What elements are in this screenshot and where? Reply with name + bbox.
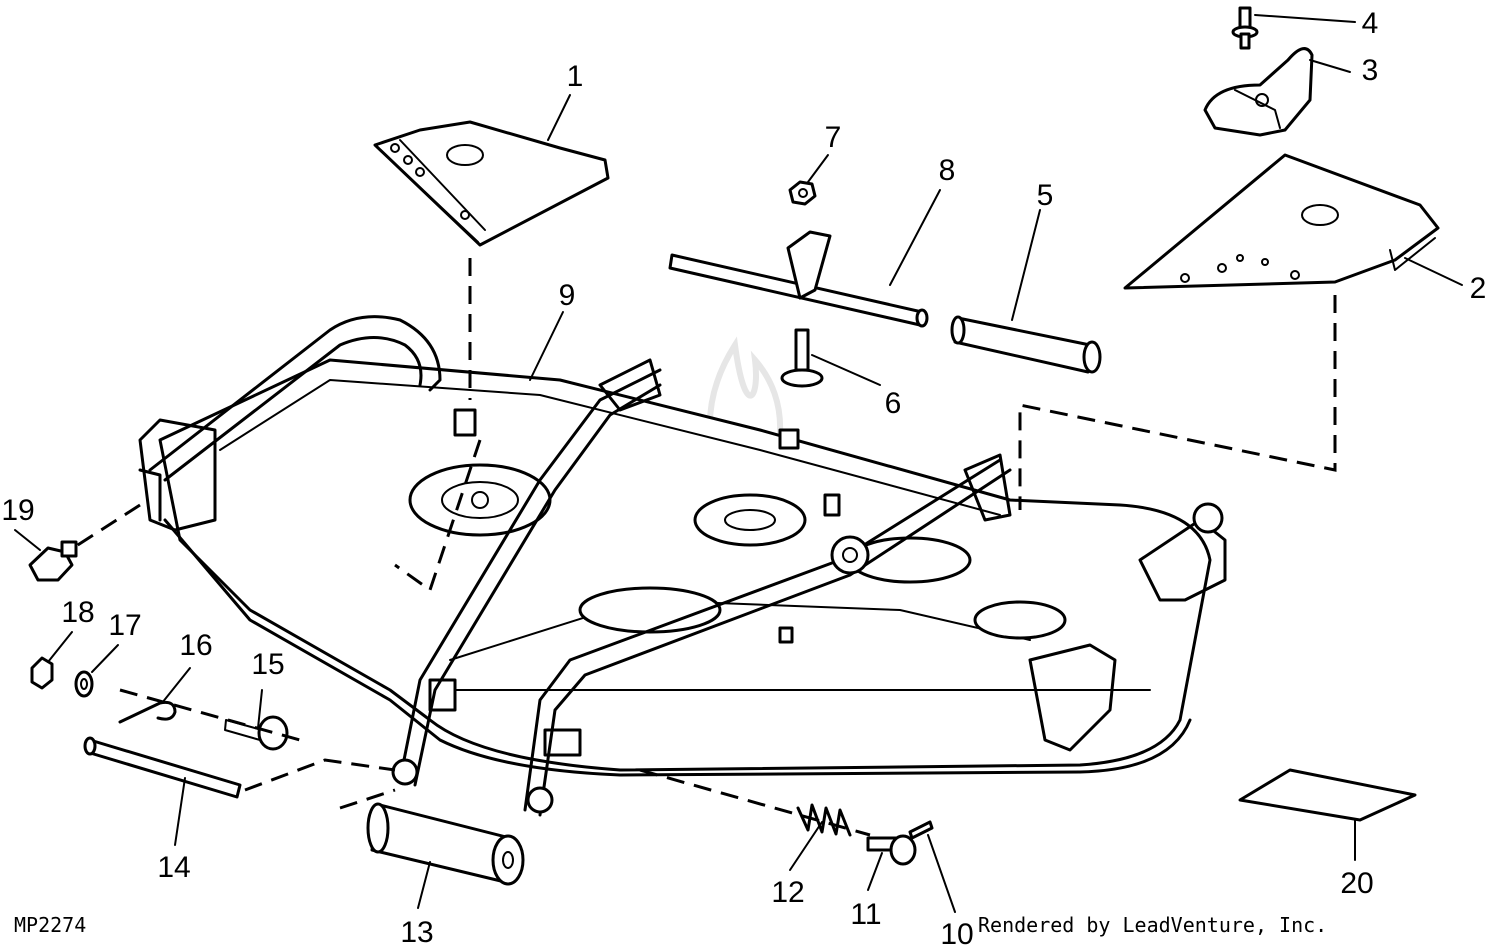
part-17-washer xyxy=(74,670,94,698)
part-15-bolt xyxy=(224,715,289,751)
part-6-bolt xyxy=(780,328,824,388)
callout-8: 8 xyxy=(939,154,956,187)
callout-1: 1 xyxy=(567,60,584,93)
part-16-hairpin xyxy=(118,700,177,724)
lift-arm-frame xyxy=(391,358,1012,817)
callout-18: 18 xyxy=(61,596,94,629)
part-10-pin xyxy=(908,820,934,840)
callout-4: 4 xyxy=(1362,7,1379,40)
callout-9: 9 xyxy=(559,279,576,312)
part-19-fitting xyxy=(28,540,78,582)
part-3-clamp-bracket xyxy=(1203,47,1314,137)
part-8-rod xyxy=(668,230,929,328)
figure-code: MP2274 xyxy=(14,913,86,937)
part-5-spacer-tube xyxy=(950,315,1102,374)
callout-12: 12 xyxy=(771,876,804,909)
part-2-baffle-right xyxy=(1123,153,1440,290)
callout-11: 11 xyxy=(850,898,881,931)
assembly-lines xyxy=(69,258,1337,837)
part-11-clevis-pin xyxy=(866,834,917,866)
callout-2: 2 xyxy=(1470,272,1487,305)
callout-13: 13 xyxy=(400,916,433,948)
callout-14: 14 xyxy=(157,851,190,884)
part-7-nut xyxy=(788,180,817,206)
callout-3: 3 xyxy=(1362,54,1379,87)
callout-6: 6 xyxy=(885,387,902,420)
callout-5: 5 xyxy=(1037,179,1054,212)
callout-16: 16 xyxy=(179,629,212,662)
part-1-baffle-left xyxy=(373,120,610,247)
part-14-shaft xyxy=(83,736,242,799)
mower-deck xyxy=(138,315,1227,777)
leader-lines xyxy=(14,14,1463,913)
callout-7: 7 xyxy=(825,121,842,154)
callout-10: 10 xyxy=(940,918,973,948)
callout-17: 17 xyxy=(108,609,141,642)
part-13-roller xyxy=(366,802,525,886)
part-4-stud xyxy=(1231,6,1259,50)
part-18-nut xyxy=(30,656,54,690)
render-credit: Rendered by LeadVenture, Inc. xyxy=(978,913,1327,937)
part-20-decal xyxy=(1238,768,1417,822)
callout-labels: 1 2 3 4 5 6 7 8 9 10 11 12 13 14 15 16 1… xyxy=(1,7,1486,948)
callout-19: 19 xyxy=(1,494,34,527)
callout-15: 15 xyxy=(251,648,284,681)
part-12-spring xyxy=(796,803,852,837)
callout-20: 20 xyxy=(1340,867,1373,900)
